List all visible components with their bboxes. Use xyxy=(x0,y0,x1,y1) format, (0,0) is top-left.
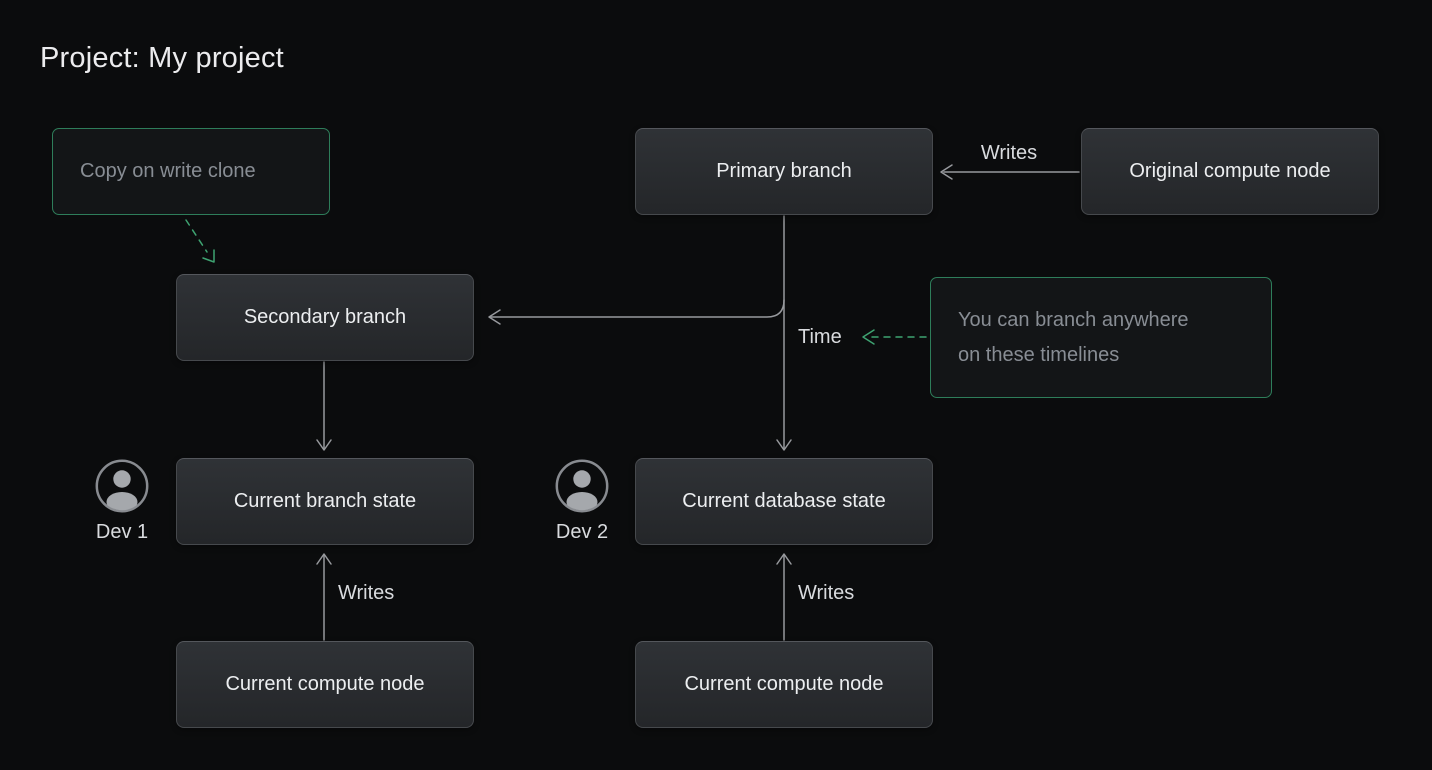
primary-timeline-arrow xyxy=(776,215,792,451)
node-label: Current compute node xyxy=(225,673,425,695)
branch-split-connector xyxy=(488,299,785,325)
annotation-copy-on-write-clone: Copy on write clone xyxy=(52,128,330,215)
node-label: Primary branch xyxy=(716,160,852,182)
writes-left-arrow xyxy=(316,553,332,641)
writes-left-label: Writes xyxy=(338,582,395,604)
node-label: Secondary branch xyxy=(243,306,407,328)
writes-right-arrow xyxy=(776,553,792,641)
dev-2-avatar-icon xyxy=(555,459,609,513)
node-label: Current branch state xyxy=(233,490,417,512)
writes-top-arrow xyxy=(940,164,1080,180)
time-annotation-arrow xyxy=(862,329,927,345)
node-current-compute-node-right: Current compute node xyxy=(635,641,933,728)
clone-annotation-arrow xyxy=(185,219,215,263)
node-current-compute-node-left: Current compute node xyxy=(176,641,474,728)
node-label: Current database state xyxy=(682,490,886,512)
node-secondary-branch: Secondary branch xyxy=(176,274,474,361)
node-label: Current compute node xyxy=(684,673,884,695)
annotation-text: Copy on write clone xyxy=(80,160,256,182)
node-current-database-state: Current database state xyxy=(635,458,933,545)
annotation-text-line: on these timelines xyxy=(958,343,1120,366)
page-title: Project: My project xyxy=(40,42,284,74)
node-primary-branch: Primary branch xyxy=(635,128,933,215)
dev-2-label: Dev 2 xyxy=(555,521,609,543)
dev-1-avatar-icon xyxy=(95,459,149,513)
dev-1-label: Dev 1 xyxy=(95,521,149,543)
node-current-branch-state: Current branch state xyxy=(176,458,474,545)
annotation-branch-note: You can branch anywhere on these timelin… xyxy=(930,277,1272,398)
annotation-text-line: You can branch anywhere xyxy=(958,308,1189,331)
node-label: Original compute node xyxy=(1129,160,1331,182)
node-original-compute-node: Original compute node xyxy=(1081,128,1379,215)
secondary-timeline-arrow xyxy=(316,361,332,451)
writes-top-label: Writes xyxy=(980,142,1038,164)
writes-right-label: Writes xyxy=(798,582,855,604)
time-label: Time xyxy=(798,326,842,348)
